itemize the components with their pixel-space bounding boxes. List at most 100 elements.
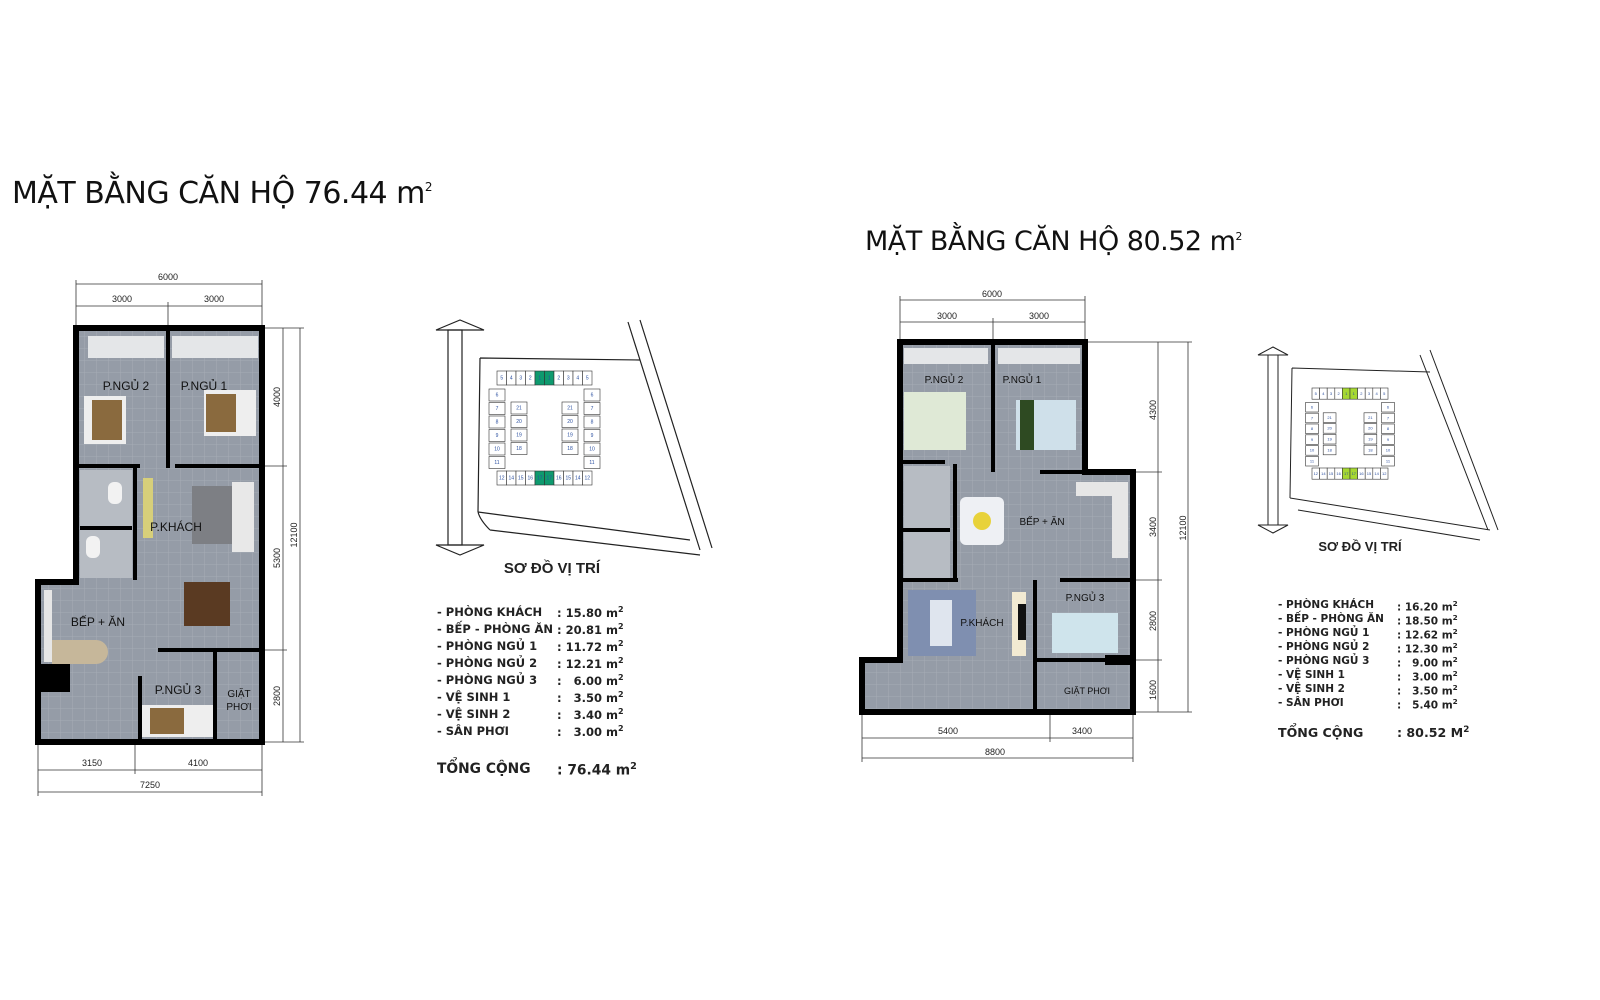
plan-a-title-sup: 2 — [424, 180, 433, 194]
area-label: - PHÒNG NGỦ 1 — [437, 639, 538, 653]
site-unit-number: 12 — [584, 476, 590, 482]
site-unit — [583, 442, 601, 456]
site-unit-number: 6 — [1311, 405, 1314, 410]
site-unit-number: 14 — [1374, 471, 1379, 476]
site-unit-number: 20 — [1327, 426, 1332, 431]
dim-top-left: 3000 — [937, 311, 957, 321]
site-unit-number: 19 — [1327, 437, 1332, 442]
site-unit-number: 16 — [527, 476, 533, 482]
area-value-text: : 20.81 m — [557, 622, 618, 637]
site-unit — [1381, 402, 1395, 413]
plan-b-site-map — [1257, 346, 1499, 541]
room-bed1-label: P.NGỦ 1 — [181, 378, 228, 393]
area-value: : 12.21 m2 — [557, 656, 624, 671]
room-kitchen-label: BẾP + ĂN — [1019, 515, 1064, 528]
area-value: : 15.80 m2 — [557, 605, 624, 620]
site-unit-number: 14 — [575, 476, 581, 482]
area-value-text: : 11.72 m — [557, 639, 618, 654]
area-value: : 6.00 m2 — [557, 673, 624, 688]
site-unit — [1322, 423, 1337, 434]
site-unit — [1305, 423, 1319, 434]
area-label: - BẾP - PHÒNG ĂN — [437, 622, 554, 636]
unit-sup: 2 — [630, 761, 637, 772]
site-unit — [561, 401, 579, 415]
site-unit-number: 12 — [1314, 471, 1319, 476]
site-unit-number: 10 — [1310, 448, 1315, 453]
site-unit-number: 10 — [1386, 448, 1391, 453]
unit-sup: 2 — [617, 605, 624, 614]
site-unit-number: 7 — [591, 406, 594, 412]
site-unit-number: 17 — [546, 476, 552, 482]
site-unit — [1322, 434, 1337, 445]
site-unit — [488, 429, 506, 442]
area-value-text: : 18.50 m — [1397, 615, 1453, 628]
site-unit-number: 5 — [500, 376, 503, 382]
dim-bottom-total: 8800 — [985, 747, 1005, 757]
room-bed3-label: P.NGỦ 3 — [1066, 591, 1105, 604]
site-unit-number: 11 — [1310, 459, 1315, 464]
site-unit — [561, 428, 579, 442]
room-kitchen-label: BẾP + ĂN — [71, 614, 125, 629]
area-value-text: : 12.62 m — [1397, 629, 1453, 642]
site-unit — [488, 388, 506, 402]
dim-top-left: 3000 — [112, 294, 132, 304]
site-unit — [1305, 456, 1319, 467]
unit-sup: 2 — [1452, 655, 1458, 664]
site-unit-number: 9 — [591, 433, 594, 439]
area-label: - PHÒNG NGỦ 3 — [1278, 655, 1370, 667]
site-unit-number: 12 — [499, 476, 505, 482]
room-bed3-label: P.NGỦ 3 — [155, 682, 202, 697]
area-label: - PHÒNG KHÁCH — [437, 605, 543, 619]
site-unit-number: 1 — [548, 376, 551, 382]
plan-a-site-map — [435, 319, 713, 556]
plan-b-area-table: - PHÒNG KHÁCH: 16.20 m2- BẾP - PHÒNG ĂN:… — [1278, 599, 1478, 749]
dim-right-total: 12100 — [1178, 515, 1188, 540]
room-laundry-label-1: GIẶT — [227, 687, 250, 700]
site-unit-number: 15 — [1367, 471, 1372, 476]
area-value: : 12.30 m2 — [1397, 641, 1458, 656]
unit-sup: 2 — [1452, 683, 1458, 692]
site-unit — [1381, 412, 1395, 424]
area-value-text: : 3.00 m — [1397, 671, 1453, 684]
site-unit — [488, 402, 506, 415]
site-unit-number: 4 — [510, 376, 513, 382]
total-value-text: : 76.44 m — [557, 762, 631, 779]
area-value: : 18.50 m2 — [1397, 613, 1458, 628]
total-label: TỔNG CỘNG — [437, 761, 531, 777]
site-unit — [1380, 387, 1389, 400]
area-value: : 3.00 m2 — [1397, 669, 1458, 684]
room-laundry-label: GIẶT PHƠI — [1064, 686, 1110, 696]
site-unit-number: 15 — [518, 476, 524, 482]
site-unit-number: 5 — [586, 376, 589, 382]
site-unit-number: 21 — [1368, 415, 1373, 420]
site-unit-number: 7 — [496, 406, 499, 412]
site-unit-number: 1 — [1345, 391, 1348, 396]
site-unit-number: 9 — [1311, 437, 1314, 442]
site-unit — [1305, 412, 1319, 424]
site-unit — [1363, 434, 1378, 445]
room-laundry-label-2: PHƠI — [226, 702, 251, 713]
site-unit-number: 3 — [1368, 391, 1371, 396]
site-unit-number: 17 — [1352, 471, 1357, 476]
site-unit — [1363, 423, 1378, 434]
site-unit-number: 6 — [496, 393, 499, 399]
area-value: : 3.00 m2 — [557, 724, 624, 739]
site-unit — [510, 442, 528, 455]
site-unit — [1380, 467, 1389, 480]
dim-top-right: 3000 — [204, 294, 224, 304]
dim-top-total: 6000 — [982, 289, 1002, 299]
area-label: - BẾP - PHÒNG ĂN — [1278, 613, 1384, 625]
dim-bottom-right: 4100 — [188, 758, 208, 768]
site-unit — [1322, 444, 1337, 456]
plan-a-dimension-lines — [37, 280, 304, 796]
site-unit — [488, 456, 506, 469]
area-value: : 16.20 m2 — [1397, 599, 1458, 614]
dim-right-2: 5300 — [272, 548, 282, 568]
site-unit-number: 20 — [516, 419, 522, 425]
site-unit — [488, 415, 506, 429]
unit-sup: 2 — [617, 639, 624, 648]
room-living-label: P.KHÁCH — [150, 519, 202, 534]
room-bed2-label: P.NGỦ 2 — [103, 378, 150, 393]
dim-right-total: 12100 — [289, 522, 299, 547]
site-unit — [1381, 445, 1395, 456]
